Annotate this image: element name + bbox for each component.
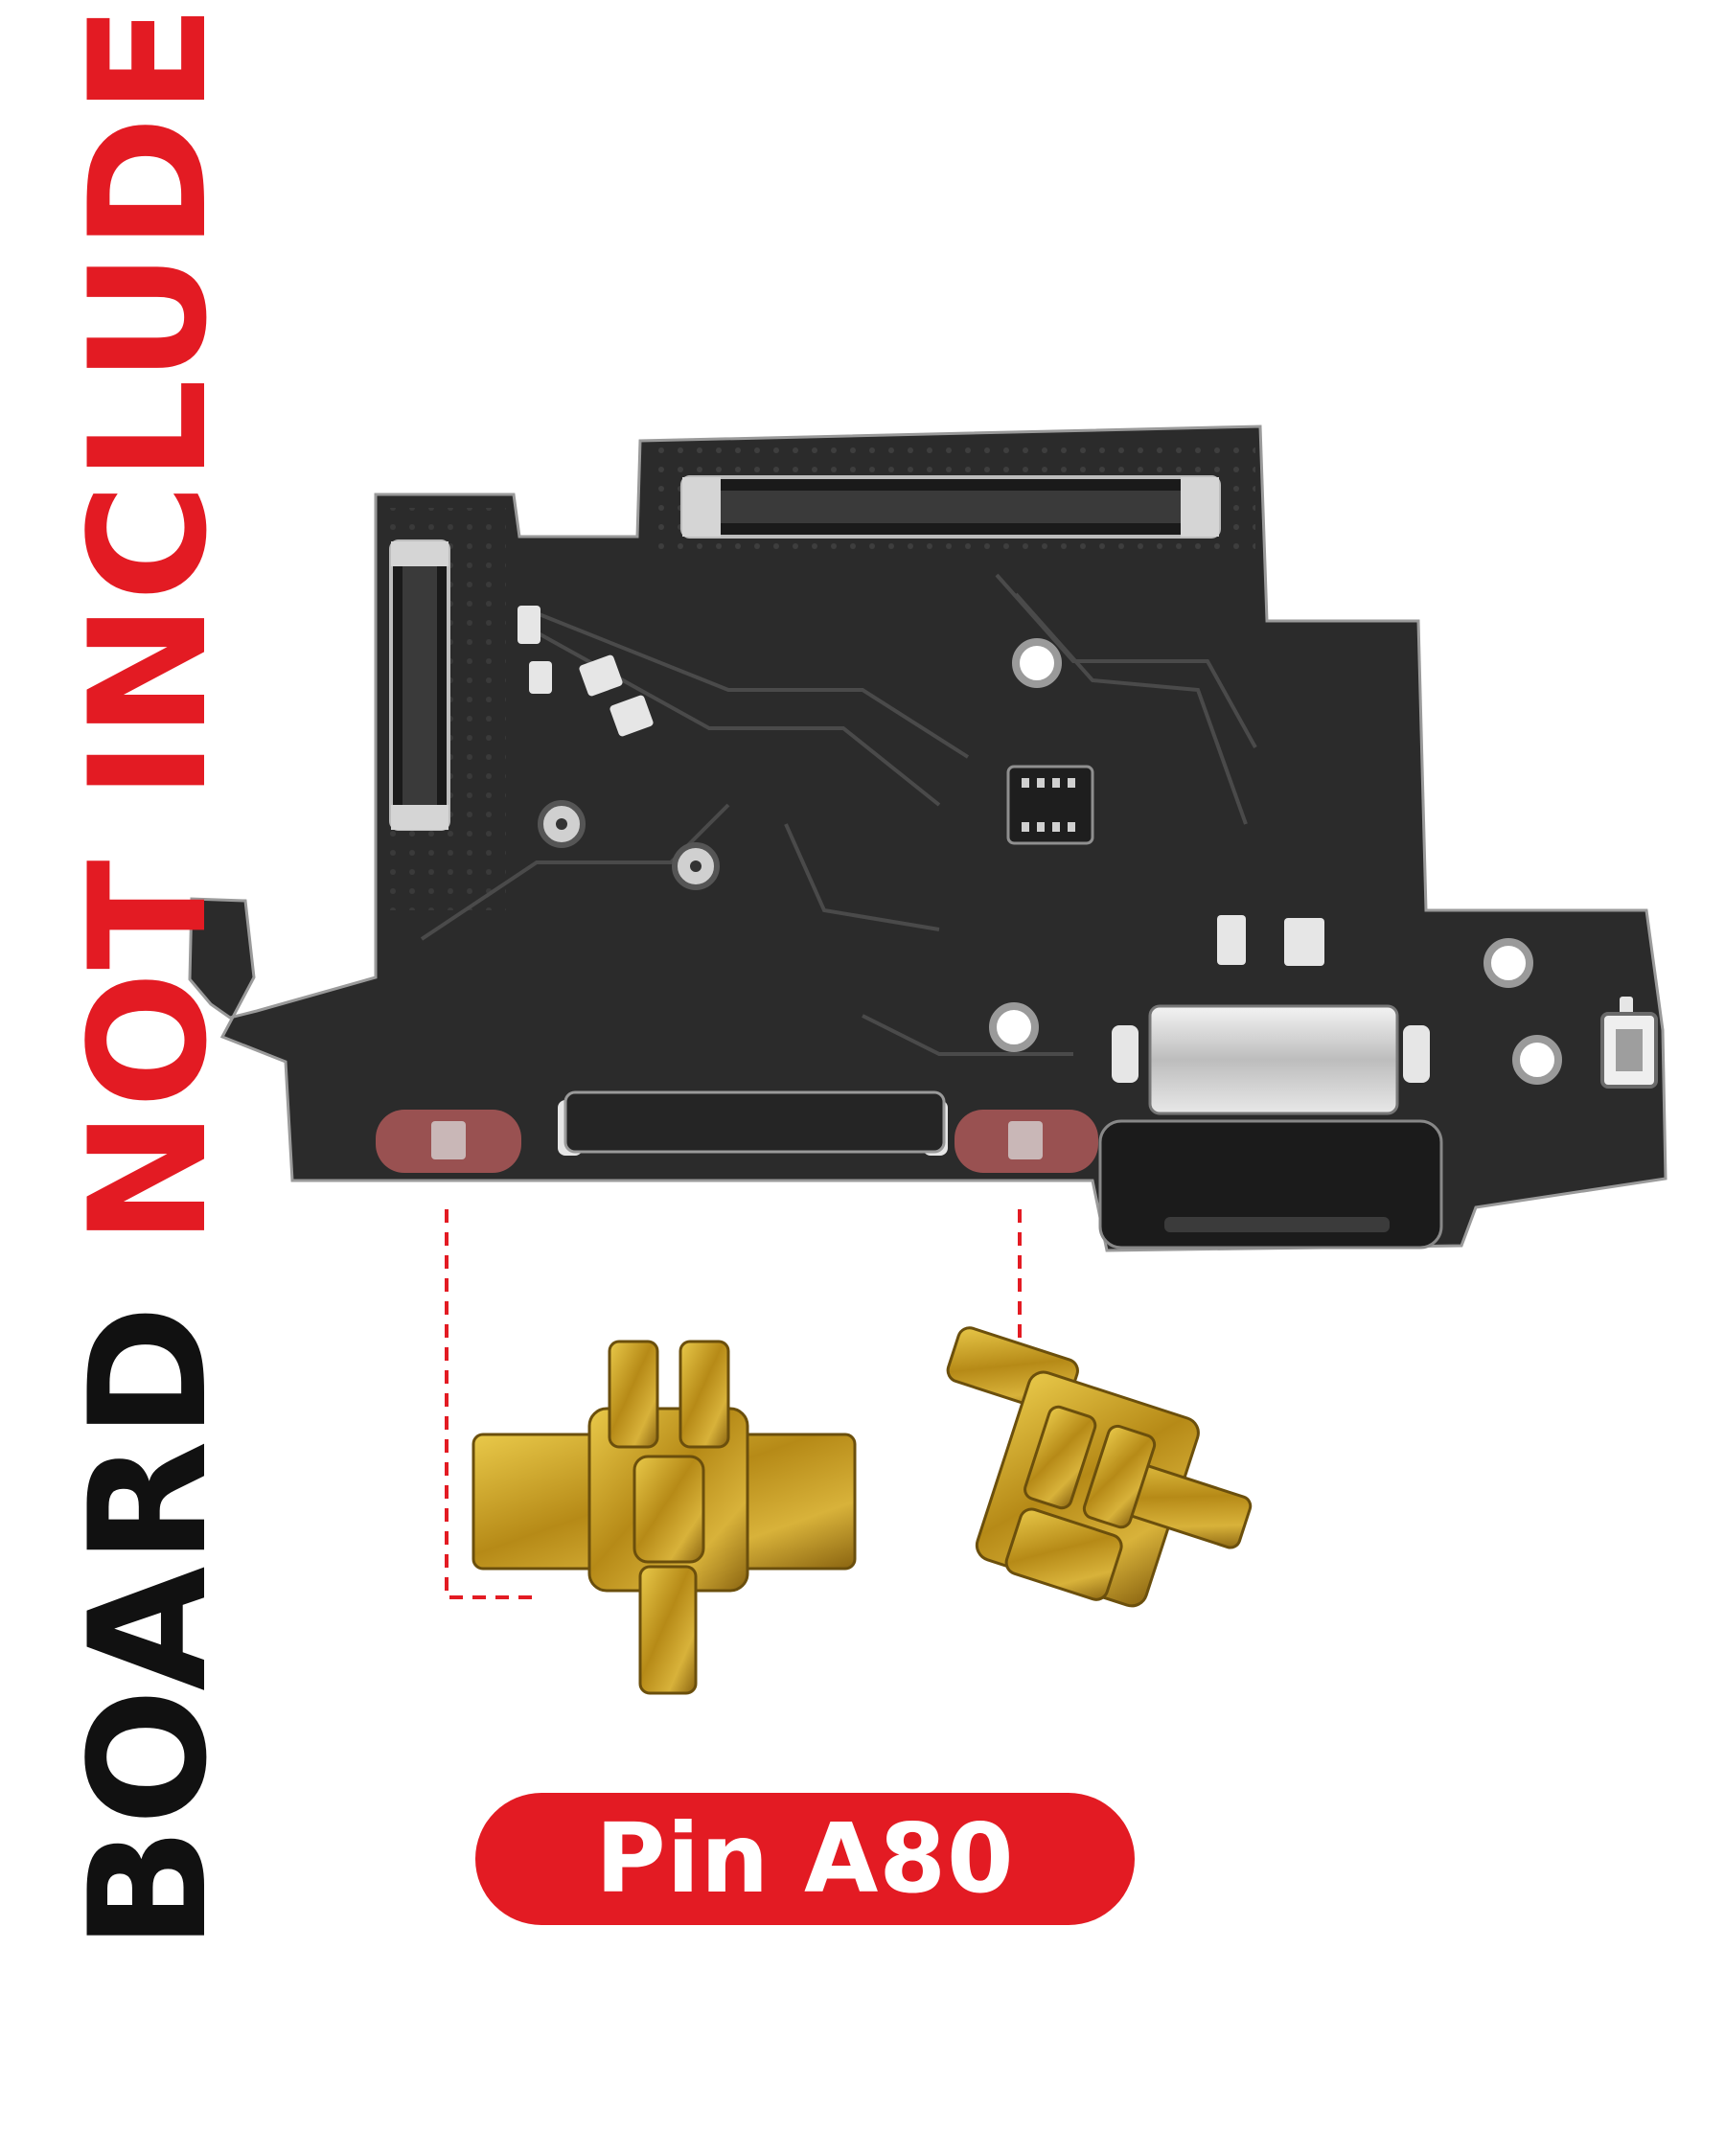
left-connector bbox=[389, 539, 450, 831]
spring-pin-front bbox=[472, 1340, 857, 1695]
side-label-not-included: NOT INCLUDED bbox=[55, 0, 242, 1246]
rf-connectors bbox=[538, 800, 720, 890]
pin-highlight-right bbox=[954, 1110, 1098, 1173]
top-connector bbox=[680, 475, 1221, 539]
spring-pin-angled bbox=[946, 1326, 1253, 1608]
board-not-included-label: BOARD NOT INCLUDED bbox=[53, 0, 244, 1950]
pcb-board bbox=[188, 424, 1668, 1252]
side-label-board: BOARD bbox=[55, 1245, 242, 1950]
leader-lines bbox=[445, 1209, 1022, 1599]
product-name-badge: Pin A80 bbox=[475, 1793, 1135, 1925]
usb-c-port bbox=[1098, 1004, 1443, 1250]
pin-highlight-left bbox=[376, 1110, 521, 1173]
